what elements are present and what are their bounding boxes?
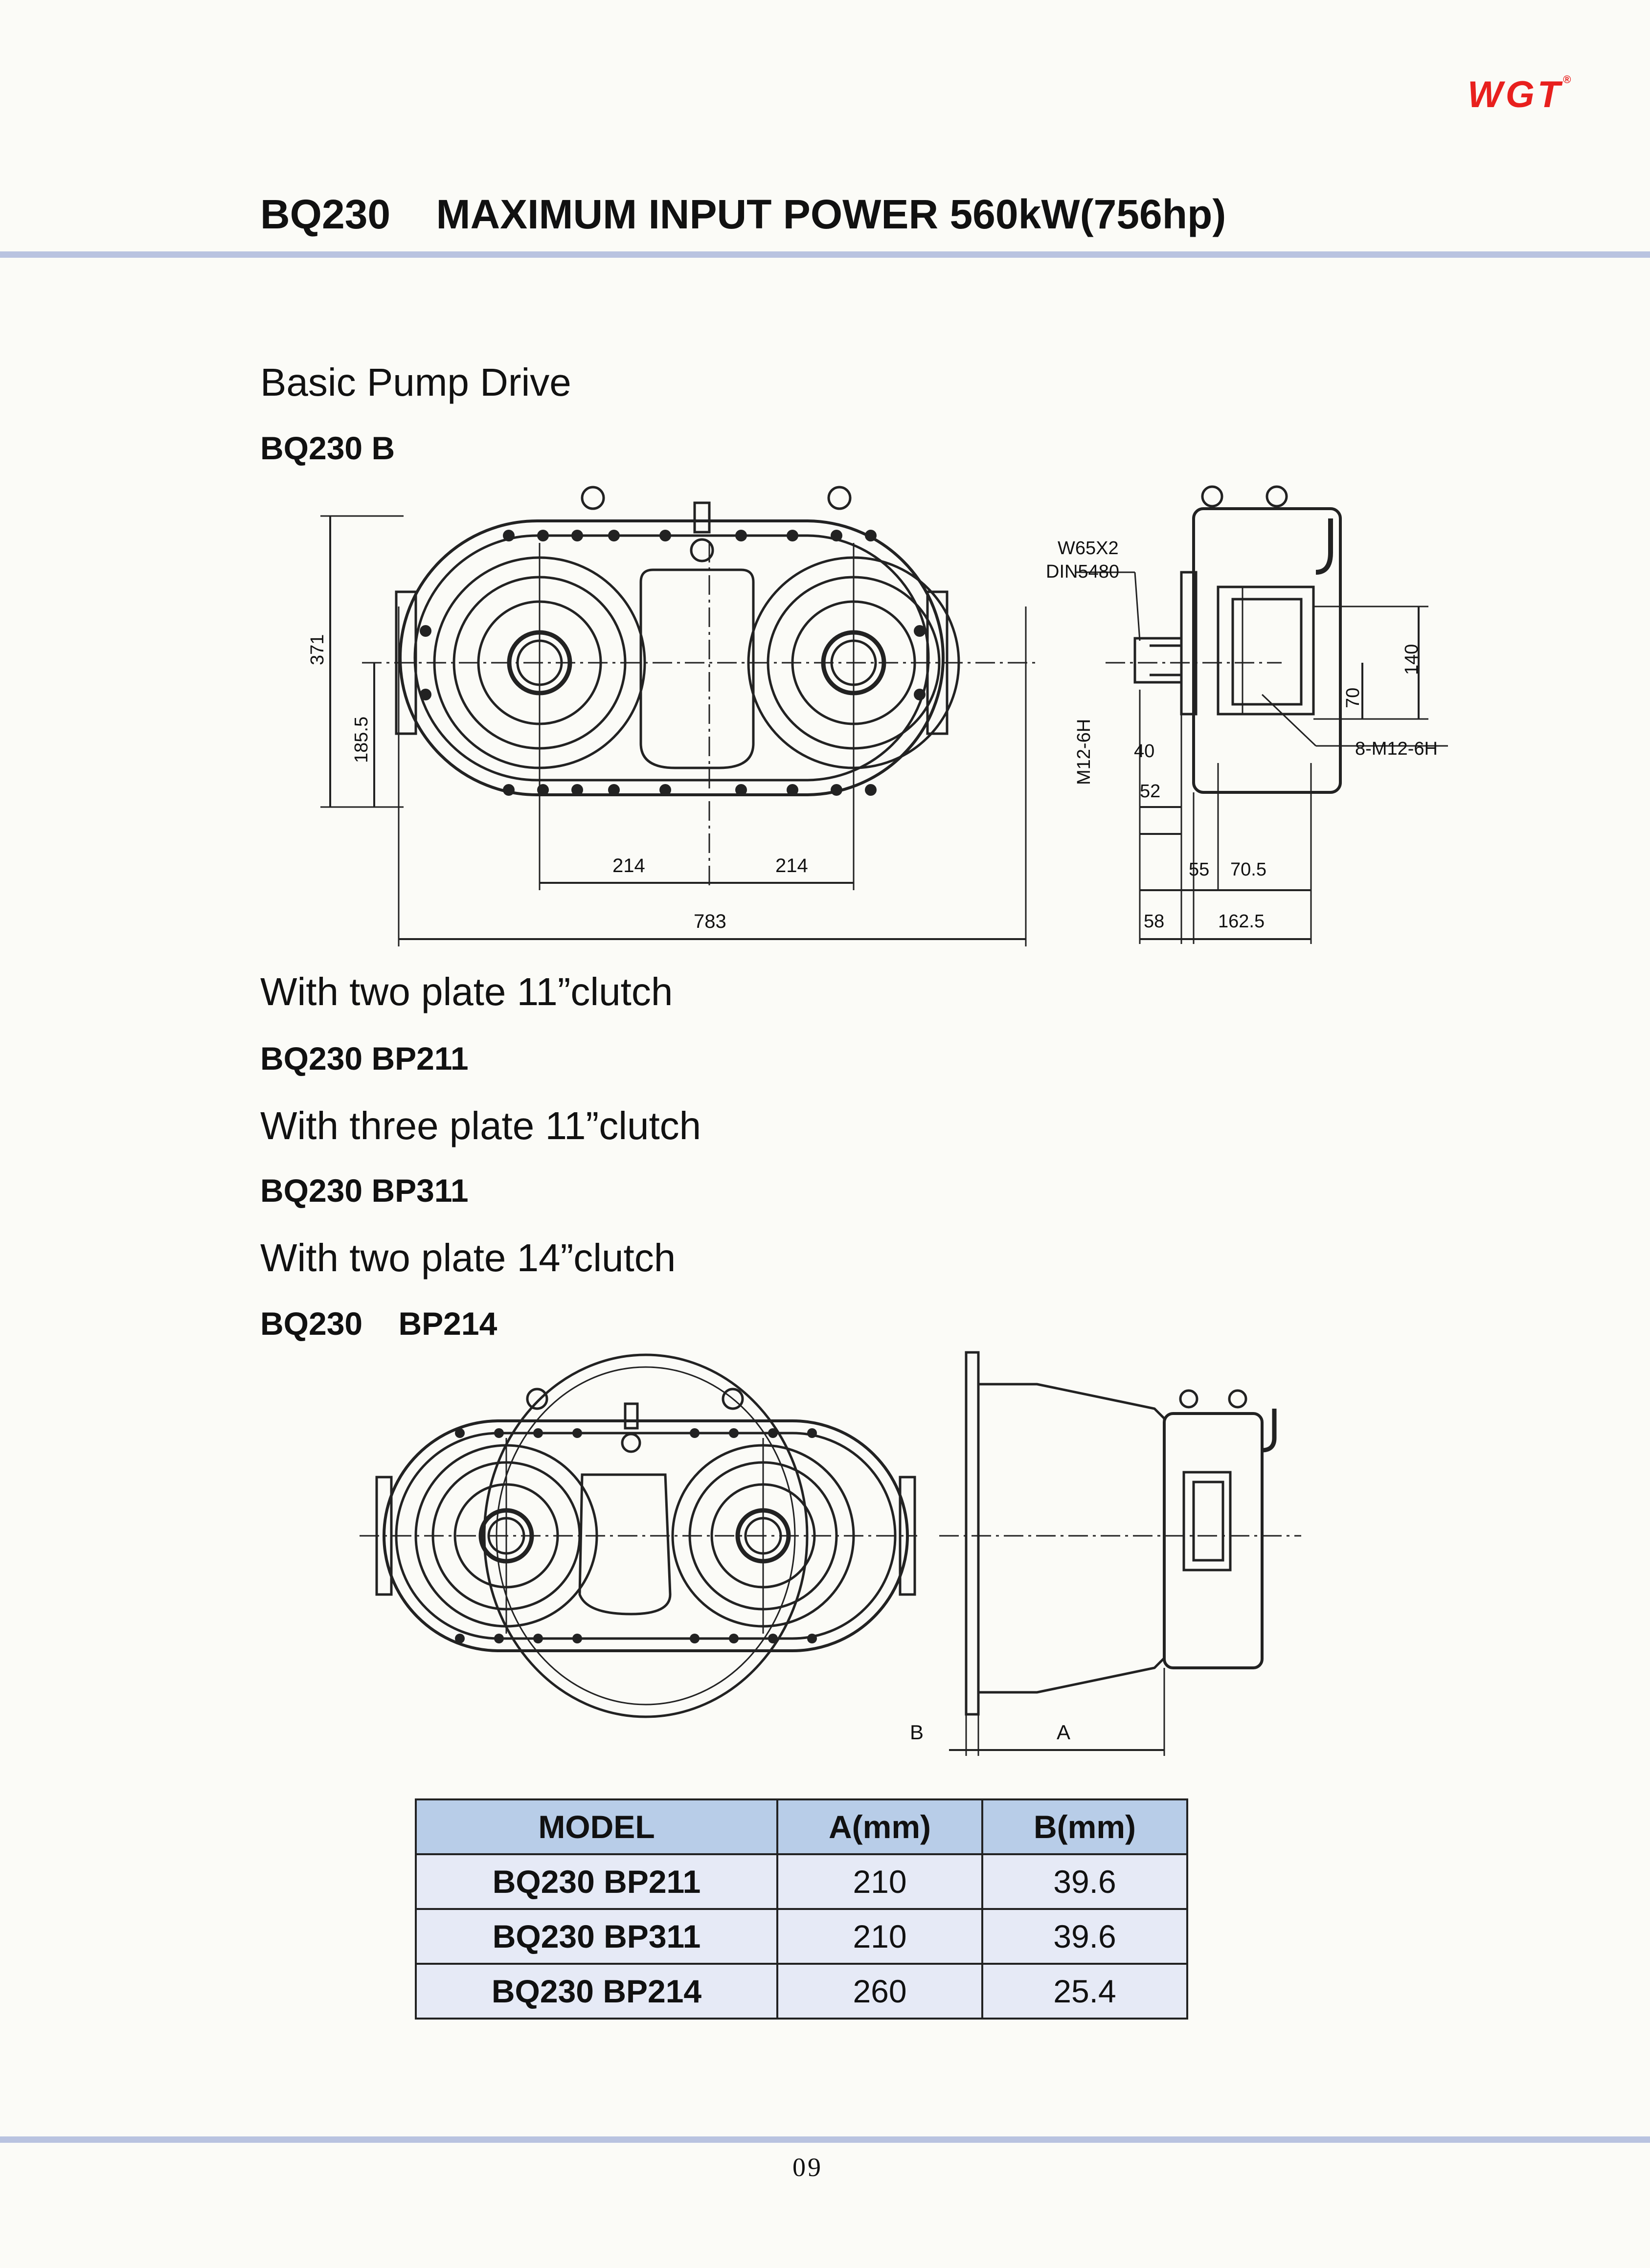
cell-model: BQ230 BP211 (415, 1853, 778, 1910)
dim-70: 70 (1343, 687, 1363, 708)
dim-a: A (1057, 1721, 1071, 1744)
cell-b: 25.4 (981, 1963, 1188, 2020)
cell-a: 210 (776, 1908, 983, 1965)
dim-162-5: 162.5 (1218, 911, 1265, 932)
cell-a: 260 (776, 1963, 983, 2020)
brand-logo: WGT® (1468, 73, 1571, 116)
col-header-a: A(mm) (776, 1798, 983, 1855)
dim-height-total: 371 (307, 634, 328, 665)
header-rule (0, 251, 1650, 258)
dim-pitch-left: 214 (612, 855, 645, 876)
cell-model: BQ230 BP214 (415, 1963, 778, 2020)
section-title-bp211: With two plate 11”clutch (260, 970, 673, 1013)
label-thread-side: M12-6H (1074, 719, 1094, 785)
page-title: BQ230 MAXIMUM INPUT POWER 560kW(756hp) (260, 191, 1226, 237)
dimension-table: MODEL A(mm) B(mm) BQ230 BP211 210 39.6 B… (415, 1798, 1188, 2020)
clutch-front-view-drawing (360, 1353, 917, 1718)
dim-b: B (910, 1721, 924, 1744)
basic-front-view-drawing (320, 486, 1037, 946)
clutch-side-view-drawing (939, 1351, 1301, 1756)
col-header-model: MODEL (415, 1798, 778, 1855)
cell-b: 39.6 (981, 1908, 1188, 1965)
col-header-b: B(mm) (981, 1798, 1188, 1855)
cell-b: 39.6 (981, 1853, 1188, 1910)
dim-pitch-right: 214 (775, 855, 808, 876)
label-holes: 8-M12-6H (1355, 739, 1438, 759)
dim-52: 52 (1140, 781, 1161, 802)
brand-name: WGT (1468, 74, 1563, 115)
dim-40: 40 (1134, 741, 1155, 762)
table-row: BQ230 BP311 210 39.6 (415, 1908, 1188, 1965)
label-spline-std: DIN5480 (1046, 561, 1119, 582)
section-title-bp311: With three plate 11”clutch (260, 1104, 701, 1147)
page-number: 09 (792, 2153, 823, 2182)
label-spline: W65X2 (1058, 538, 1119, 559)
registered-mark: ® (1563, 73, 1571, 86)
model-code-bp311: BQ230 BP311 (260, 1172, 469, 1209)
table-row: BQ230 BP214 260 25.4 (415, 1963, 1188, 2020)
footer-rule (0, 2136, 1650, 2143)
dim-height-half: 185.5 (351, 716, 372, 763)
dim-58: 58 (1144, 911, 1165, 932)
model-code-bp214: BQ230 BP214 (260, 1305, 497, 1342)
section-title-basic: Basic Pump Drive (260, 360, 571, 404)
model-code-basic: BQ230 B (260, 430, 395, 466)
cell-model: BQ230 BP311 (415, 1908, 778, 1965)
table-row: BQ230 BP211 210 39.6 (415, 1853, 1188, 1910)
model-code-bp211: BQ230 BP211 (260, 1040, 469, 1077)
section-title-bp214: With two plate 14”clutch (260, 1236, 676, 1280)
table-header-row: MODEL A(mm) B(mm) (415, 1798, 1188, 1855)
dim-length-total: 783 (694, 911, 726, 932)
cell-a: 210 (776, 1853, 983, 1910)
dim-70-5: 70.5 (1230, 859, 1266, 880)
dim-140: 140 (1401, 644, 1422, 675)
basic-side-view-drawing (1076, 485, 1448, 944)
dim-55: 55 (1189, 859, 1210, 880)
